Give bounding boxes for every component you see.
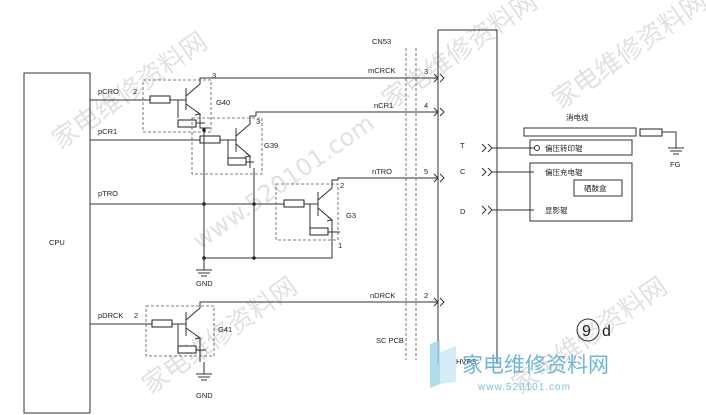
ground-label: GND bbox=[196, 279, 213, 288]
transistor-g40-label: G40 bbox=[216, 98, 230, 107]
cpu-label: CPU bbox=[49, 238, 65, 247]
fg-label: FG bbox=[670, 160, 681, 169]
hvps-board bbox=[437, 29, 498, 364]
figure-number: 9 bbox=[582, 323, 591, 340]
signal-pcro-label: pCRO bbox=[98, 87, 119, 96]
signal-ndrck-label: nDRCK bbox=[370, 291, 395, 300]
figure-number-circle bbox=[576, 318, 600, 342]
terminal-t-label: T bbox=[460, 141, 465, 150]
developer-roller-label: 显影辊 bbox=[545, 205, 568, 215]
pin-label: 3 bbox=[212, 71, 216, 80]
transfer-roller-label: 偏压转印辊 bbox=[545, 143, 583, 153]
watermark-text: 家电维修资料网 bbox=[377, 0, 543, 116]
figure-letter: d bbox=[602, 323, 611, 340]
connector-cn53-label: CN53 bbox=[372, 37, 391, 46]
pin-label: 2 bbox=[134, 311, 138, 320]
pin-label: 4 bbox=[424, 101, 428, 110]
discharge-line bbox=[523, 127, 637, 137]
signal-mcrck-label: mCRCK bbox=[368, 66, 396, 75]
discharge-line-label: 消电线 bbox=[566, 112, 589, 122]
transistor-g39-label: G39 bbox=[264, 141, 278, 150]
cpu-block bbox=[23, 72, 91, 414]
ground-label: GND bbox=[196, 391, 213, 400]
drum-cartridge-box bbox=[529, 162, 633, 222]
charge-roller-label: 偏压充电辊 bbox=[545, 167, 583, 177]
pin-label: 2 bbox=[424, 291, 428, 300]
signal-ncr1-label: nCR1 bbox=[374, 101, 393, 110]
transistor-g41-label: G41 bbox=[218, 325, 232, 334]
pin-label: 2 bbox=[133, 87, 137, 96]
transistor-g3-label: G3 bbox=[346, 211, 356, 220]
site-logo: 家电维修资料网 www.520101.com bbox=[430, 340, 609, 393]
signal-pcr1-label: pCR1 bbox=[98, 127, 117, 136]
terminal-c-label: C bbox=[460, 167, 466, 176]
pin-label: 1 bbox=[338, 241, 342, 250]
watermark-text: www.520101.com bbox=[187, 109, 379, 255]
sc-pcb-label: SC PCB bbox=[376, 336, 404, 345]
transistor-g39-stage: 3 G39 bbox=[90, 115, 278, 175]
watermark-text: 家电维修资料网 bbox=[137, 272, 303, 401]
pin-label: 5 bbox=[424, 167, 428, 176]
drum-box bbox=[573, 179, 623, 197]
transfer-roller-box bbox=[529, 139, 633, 156]
transistor-g40-stage: 2 3 G40 bbox=[90, 71, 230, 133]
terminal-d-label: D bbox=[460, 207, 466, 216]
transistor-g41-stage: 2 G41 GND bbox=[90, 301, 232, 400]
pin-label: 3 bbox=[256, 117, 260, 126]
logo-site-name: 家电维修资料网 bbox=[462, 353, 609, 377]
transistor-g3-stage: 2 G3 1 bbox=[90, 179, 356, 250]
pin-label: 3 bbox=[424, 67, 428, 76]
watermark-text: 家电维修资料网 bbox=[547, 0, 706, 116]
logo-site-url: www.520101.com bbox=[477, 382, 571, 393]
signal-pdrck-label: pDRCK bbox=[98, 311, 123, 320]
hvps-label: HVPS bbox=[456, 357, 476, 366]
pin-label: 2 bbox=[340, 181, 344, 190]
signal-ptro-label: pTRO bbox=[98, 189, 118, 198]
watermark-text: 家电维修资料网 bbox=[47, 27, 213, 156]
signal-ntro-label: nTRO bbox=[372, 167, 392, 176]
drum-box-label: 硒鼓盒 bbox=[584, 183, 607, 193]
